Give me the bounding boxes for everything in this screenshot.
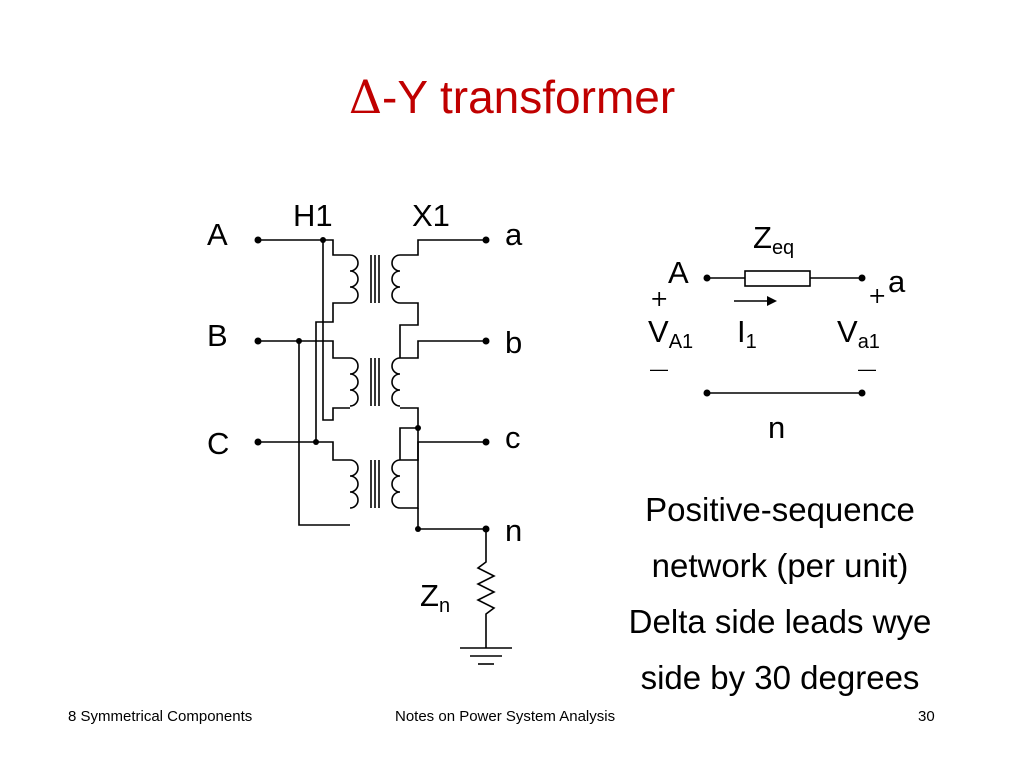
delta-symbol: Δ [348, 70, 383, 124]
plus-sign-left: + [650, 287, 669, 312]
h1-label: H1 [293, 198, 333, 233]
footer-center: Notes on Power System Analysis [395, 708, 616, 725]
terminal-label-b: b [505, 325, 523, 360]
delta-primary-wiring [258, 239, 350, 526]
terminal-dots [254, 236, 866, 533]
va1-label: VA1 [648, 314, 694, 353]
i1-label: I1 [737, 314, 757, 353]
terminal-label-B: B [207, 318, 228, 353]
transformer-cores [370, 255, 380, 508]
network-node-n: n [768, 410, 786, 445]
caption-line: Positive-sequence [645, 491, 915, 528]
caption-line: Delta side leads wye [628, 603, 932, 640]
positive-sequence-network [707, 270, 862, 394]
slide-title: Δ-Y transformer [0, 70, 1024, 124]
secondary-coils [391, 254, 401, 509]
network-node-A: A [668, 255, 689, 290]
minus-sign-left: — [650, 359, 668, 379]
va1-secondary-label: Va1 [837, 314, 880, 353]
network-node-a: a [888, 264, 906, 299]
footer-left: 8 Symmetrical Components [68, 708, 253, 725]
wye-secondary-wiring [399, 239, 486, 530]
plus-sign-right: + [868, 284, 887, 309]
minus-sign-right: — [858, 359, 876, 379]
terminal-label-A: A [207, 217, 228, 252]
terminal-label-n: n [505, 513, 523, 548]
neutral-ground-impedance [460, 529, 512, 665]
caption-text: Positive-sequence network (per unit) Del… [575, 482, 985, 706]
caption-line: side by 30 degrees [640, 659, 920, 696]
title-text: -Y transformer [382, 71, 676, 123]
x1-label: X1 [412, 198, 450, 233]
terminal-label-C: C [207, 426, 230, 461]
primary-coils [349, 254, 359, 509]
zeq-label: Zeq [753, 220, 795, 259]
terminal-label-a: a [505, 217, 523, 252]
zn-label: Zn [420, 578, 451, 617]
terminal-label-c: c [505, 420, 521, 455]
caption-line: network (per unit) [651, 547, 909, 584]
current-arrow-icon [767, 296, 777, 306]
footer-page-number: 30 [918, 708, 935, 725]
